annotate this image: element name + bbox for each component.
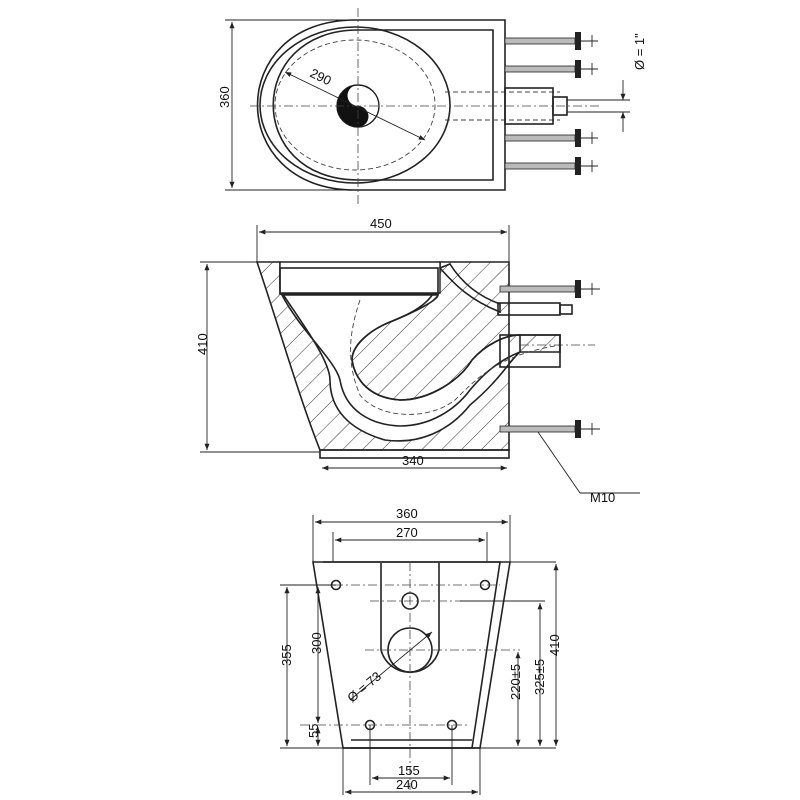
side-view: 450 410 [195, 216, 640, 505]
top-rods [504, 32, 598, 175]
rear-right-c-label: 410 [547, 634, 562, 656]
rear-view: 360 270 Ø = 73 355 [279, 506, 562, 795]
top-view: 290 360 [217, 8, 647, 205]
rear-right-b-label: 325±5 [532, 659, 547, 695]
side-base-label: 340 [402, 453, 424, 468]
bowl-outer [259, 26, 451, 184]
rear-top-width-label: 360 [396, 506, 418, 521]
top-view-rim [272, 29, 494, 181]
side-rods [499, 280, 600, 438]
rear-left-low-label: 55 [306, 724, 321, 738]
seat-rim [279, 267, 439, 295]
side-base [319, 449, 510, 459]
side-height-label: 410 [195, 333, 210, 355]
rear-bottom-inner-label: 155 [398, 763, 420, 778]
waste-hole-diameter-label: Ø = 73 [344, 668, 384, 705]
rear-bottom-width-label: 240 [396, 777, 418, 792]
bowl-section [279, 261, 441, 294]
rear-left-outer-label: 355 [279, 644, 294, 666]
bowl-inner [274, 39, 436, 171]
top-height-label: 360 [217, 86, 232, 108]
rear-outline [312, 561, 511, 749]
side-width-label: 450 [370, 216, 392, 231]
rear-left-inner-label: 300 [309, 632, 324, 654]
rear-right-a-label: 220±5 [508, 664, 523, 700]
pipe-diameter-label: Ø = 1" [632, 33, 647, 70]
rear-inner-width-label: 270 [396, 525, 418, 540]
bolt-label: M10 [590, 490, 615, 505]
